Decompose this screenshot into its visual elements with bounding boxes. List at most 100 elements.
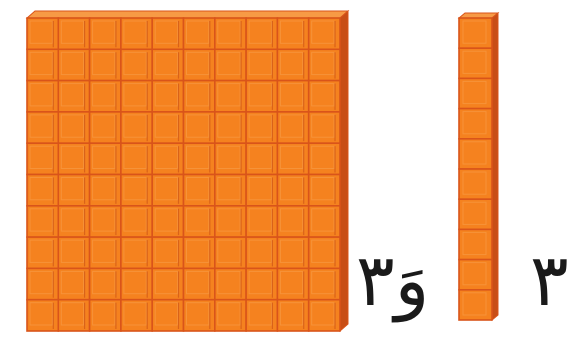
flat-unit-cube [152, 175, 183, 206]
flat-unit-cube [215, 81, 246, 112]
flat-unit-cube [152, 300, 183, 331]
flat-unit-cube [246, 81, 277, 112]
flat-unit-cube [309, 81, 340, 112]
flat-unit-cube [309, 300, 340, 331]
flat-unit-cube [58, 81, 89, 112]
flat-unit-cube [277, 175, 308, 206]
left-number-label: وَ٣ [356, 244, 429, 316]
flat-unit-cube [58, 18, 89, 49]
flat-unit-cube [58, 268, 89, 299]
flat-unit-cube [27, 300, 58, 331]
rod-unit-cube [459, 290, 492, 320]
flat-unit-cube [58, 300, 89, 331]
flat-unit-cube [215, 268, 246, 299]
flat-unit-cube [121, 81, 152, 112]
flat-unit-cube [277, 18, 308, 49]
flat-unit-cube [152, 237, 183, 268]
rod-unit-cube [459, 169, 492, 199]
flat-unit-cube [309, 112, 340, 143]
flat-unit-cube [246, 143, 277, 174]
flat-unit-cube [215, 49, 246, 80]
rod-unit-cube [459, 78, 492, 108]
ten-rod-block [459, 13, 498, 320]
flat-unit-cube [152, 268, 183, 299]
flat-unit-cube [90, 300, 121, 331]
flat-unit-cube [27, 237, 58, 268]
flat-unit-cube [184, 300, 215, 331]
flat-unit-cube [58, 206, 89, 237]
flat-unit-cube [246, 268, 277, 299]
flat-unit-cube [246, 300, 277, 331]
flat-unit-cube [90, 175, 121, 206]
rod-unit-cube [459, 139, 492, 169]
flat-unit-cube [90, 143, 121, 174]
flat-unit-cube [184, 112, 215, 143]
flat-unit-cube [277, 143, 308, 174]
rod-unit-cube [459, 109, 492, 139]
flat-unit-cube [27, 49, 58, 80]
flat-unit-cube [309, 237, 340, 268]
flat-unit-cube [58, 143, 89, 174]
flat-unit-cube [27, 81, 58, 112]
flat-unit-cube [277, 268, 308, 299]
flat-unit-cube [152, 49, 183, 80]
flat-unit-cube [215, 237, 246, 268]
flat-unit-cube [277, 81, 308, 112]
flat-unit-cube [58, 175, 89, 206]
flat-unit-cube [152, 143, 183, 174]
flat-unit-cube [184, 81, 215, 112]
flat-top-face [27, 11, 348, 18]
flat-unit-cube [309, 206, 340, 237]
flat-unit-cube [121, 18, 152, 49]
flat-unit-cube [58, 49, 89, 80]
rod-side-face [492, 13, 498, 320]
flat-unit-cube [152, 206, 183, 237]
flat-unit-cube [277, 49, 308, 80]
flat-unit-cube [309, 143, 340, 174]
flat-unit-cube [90, 49, 121, 80]
flat-unit-cube [184, 206, 215, 237]
flat-unit-cube [246, 237, 277, 268]
flat-unit-cube [184, 18, 215, 49]
flat-unit-cube [184, 237, 215, 268]
flat-unit-cube [184, 143, 215, 174]
flat-unit-cube [121, 49, 152, 80]
flat-unit-cube [184, 268, 215, 299]
flat-unit-cube [121, 175, 152, 206]
rod-unit-cube [459, 229, 492, 259]
flat-unit-cube [90, 112, 121, 143]
flat-unit-cube [27, 112, 58, 143]
flat-unit-cube [121, 143, 152, 174]
flat-unit-cube [121, 268, 152, 299]
flat-unit-cube [215, 18, 246, 49]
flat-unit-cube [27, 268, 58, 299]
flat-unit-cube [121, 112, 152, 143]
flat-unit-cube [184, 49, 215, 80]
flat-unit-cube [215, 112, 246, 143]
flat-unit-cube [58, 237, 89, 268]
hundred-flat-block [27, 11, 348, 331]
flat-unit-cube [246, 18, 277, 49]
flat-unit-cube [246, 175, 277, 206]
flat-unit-cube [215, 206, 246, 237]
flat-unit-cube [277, 112, 308, 143]
flat-unit-cube [215, 143, 246, 174]
flat-unit-cube [152, 18, 183, 49]
flat-unit-cube [90, 81, 121, 112]
flat-unit-cube [27, 175, 58, 206]
flat-unit-cube [121, 237, 152, 268]
flat-unit-cube [152, 112, 183, 143]
flat-unit-cube [277, 206, 308, 237]
flat-unit-cube [309, 49, 340, 80]
rod-unit-cube [459, 48, 492, 78]
flat-unit-cube [277, 237, 308, 268]
flat-unit-cube [277, 300, 308, 331]
rod-unit-cube [459, 199, 492, 229]
rod-unit-cube [459, 260, 492, 290]
flat-unit-cube [90, 206, 121, 237]
flat-side-face [340, 11, 348, 331]
flat-unit-cube [121, 206, 152, 237]
flat-unit-cube [246, 49, 277, 80]
